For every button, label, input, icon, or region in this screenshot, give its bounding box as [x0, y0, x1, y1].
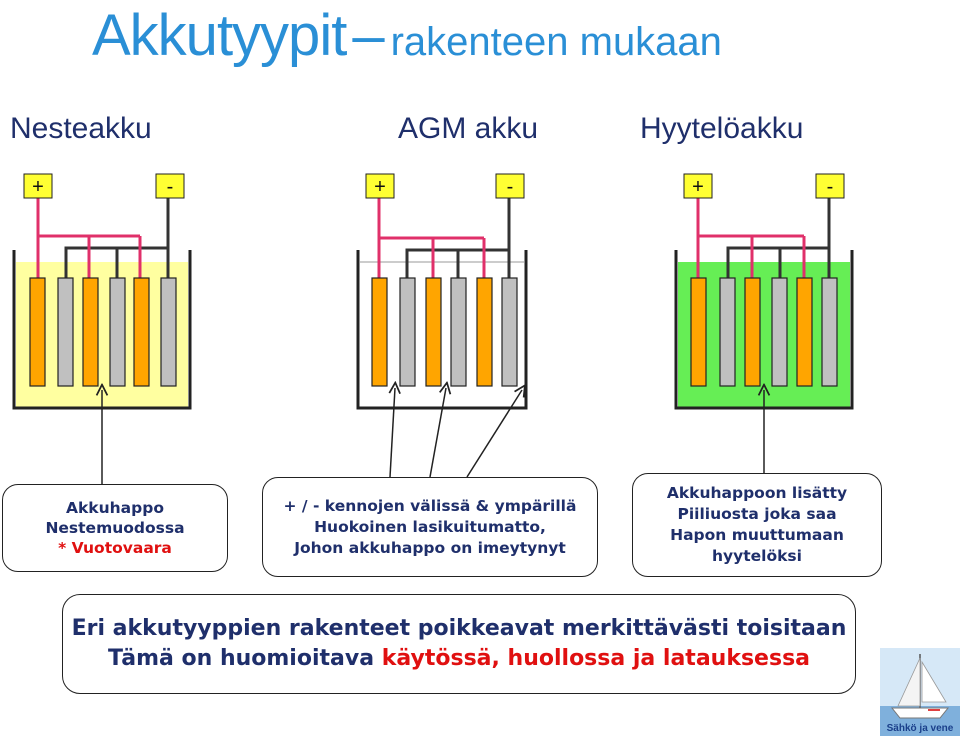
summary-line2-prefix: Tämä on huomioitava	[107, 646, 382, 671]
negative-plate	[719, 277, 736, 387]
summary-highlight: käytössä, huollossa ja latauksessa	[381, 646, 811, 671]
callout-gel-line1: Akkuhappoon lisätty	[666, 484, 848, 502]
negative-plate	[821, 277, 838, 387]
positive-plate	[29, 277, 46, 387]
negative-plate	[399, 277, 416, 387]
callout-liquid: Akkuhappo Nestemuodossa * Vuotovaara	[2, 484, 228, 572]
positive-terminal	[683, 173, 713, 199]
callout-agm-line1: + / - kennojen välissä & ympärillä	[283, 496, 577, 515]
battery-gel: + -	[674, 173, 854, 410]
callout-agm-line2: Huokoinen lasikuitumatto,	[314, 517, 546, 536]
positive-plate	[371, 277, 388, 387]
page-title: Akkutyypit–rakenteen mukaan	[92, 2, 722, 72]
negative-plate	[501, 277, 518, 387]
positive-terminal	[23, 173, 53, 199]
negative-terminal	[495, 173, 525, 199]
negative-terminal	[815, 173, 845, 199]
battery-agm: + -	[356, 173, 528, 410]
summary-box: Eri akkutyyppien rakenteet poikkeavat me…	[62, 594, 856, 694]
callout-gel-line2: Piiliuosta joka saa	[677, 505, 837, 523]
sailboat-icon	[880, 648, 960, 736]
battery-liquid: + -	[12, 173, 192, 410]
summary-line1: Eri akkutyyppien rakenteet poikkeavat me…	[71, 616, 847, 641]
arrow-agm-1	[390, 388, 395, 478]
positive-plate	[796, 277, 813, 387]
callout-liquid-line2: Nestemuodossa	[45, 519, 185, 537]
logo: Sähkö ja vene	[880, 648, 960, 736]
negative-terminal-label: -	[507, 176, 514, 198]
positive-terminal-label: +	[32, 176, 44, 198]
callout-agm: + / - kennojen välissä & ympärillä Huoko…	[262, 477, 598, 577]
positive-plate	[476, 277, 493, 387]
callout-agm-line3: Johon akkuhappo on imeytynyt	[294, 538, 566, 557]
positive-plate	[133, 277, 150, 387]
callout-liquid-warning: * Vuotovaara	[58, 539, 172, 557]
title-main: Akkutyypit	[92, 3, 347, 68]
callout-gel-line4: hyytelöksi	[712, 547, 802, 565]
negative-plate	[109, 277, 126, 387]
arrow-agm-3	[466, 390, 522, 478]
negative-plate	[57, 277, 74, 387]
arrow-agm-2	[429, 388, 446, 478]
summary-line2: Tämä on huomioitava käytössä, huollossa …	[108, 644, 810, 674]
positive-terminal-label: +	[374, 176, 386, 198]
callout-liquid-line1: Akkuhappo	[66, 499, 164, 517]
title-dash: –	[352, 3, 385, 68]
positive-plate	[690, 277, 707, 387]
label-agm-battery: AGM akku	[398, 112, 539, 145]
negative-terminal-label: -	[167, 176, 174, 198]
negative-terminal-label: -	[827, 176, 834, 198]
negative-plate	[450, 277, 467, 387]
positive-plate	[425, 277, 442, 387]
positive-plate	[82, 277, 99, 387]
positive-plate	[744, 277, 761, 387]
logo-text: Sähkö ja vene	[886, 723, 954, 734]
positive-terminal	[365, 173, 395, 199]
positive-terminal-label: +	[692, 176, 704, 198]
label-gel-battery: Hyytelöakku	[640, 112, 804, 145]
title-subtitle: rakenteen mukaan	[390, 20, 722, 64]
callout-gel: Akkuhappoon lisätty Piiliuosta joka saa …	[632, 473, 882, 577]
callout-gel-line3: Hapon muuttumaan	[670, 526, 844, 544]
negative-plate	[771, 277, 788, 387]
label-liquid-battery: Nesteakku	[10, 112, 152, 145]
negative-plate	[160, 277, 177, 387]
negative-terminal	[155, 173, 185, 199]
